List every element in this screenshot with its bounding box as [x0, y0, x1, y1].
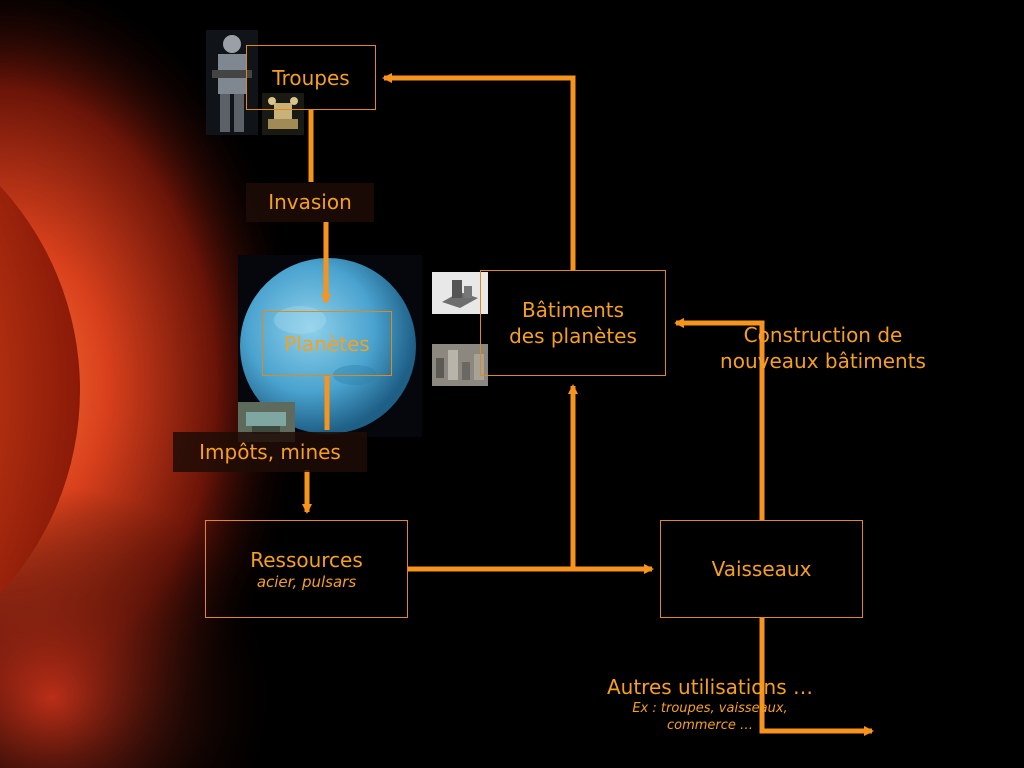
- planet-sphere: [240, 258, 416, 434]
- arrow-batiments-troupes: [382, 73, 576, 270]
- node-batiments-label-1: Bâtiments: [521, 298, 625, 322]
- edge-label-construction: Construction de nouveaux bâtiments: [700, 322, 946, 374]
- arrow-vaisseaux-autres: [759, 618, 874, 736]
- edge-label-impots: Impôts, mines: [173, 432, 367, 472]
- node-vaisseaux: Vaisseaux: [660, 520, 863, 618]
- node-planetes-label: Planètes: [284, 331, 370, 356]
- building-thumbnail: [432, 272, 488, 314]
- edge-label-autres-note-1: Ex : troupes, vaisseaux,: [632, 701, 788, 716]
- node-ressources: Ressources acier, pulsars: [205, 520, 408, 618]
- arrow-troupes-planetes: [308, 110, 326, 302]
- node-troupes: Troupes: [246, 45, 376, 110]
- edge-label-autres-note: Ex : troupes, vaisseaux, commerce …: [590, 700, 830, 734]
- node-ressources-sublabel: acier, pulsars: [256, 573, 357, 591]
- node-vaisseaux-label: Vaisseaux: [711, 557, 812, 581]
- node-ressources-label: Ressources: [250, 548, 363, 572]
- edge-label-construction-2: nouveaux bâtiments: [720, 349, 926, 373]
- robot-image: [262, 93, 304, 135]
- node-planetes: Planètes: [262, 311, 392, 376]
- node-batiments-label-2: des planètes: [509, 324, 637, 348]
- soldier-image: [206, 30, 258, 135]
- red-sun: [0, 186, 80, 594]
- edge-label-autres-note-2: commerce …: [666, 718, 754, 733]
- edge-label-invasion: Invasion: [246, 183, 374, 222]
- edge-label-construction-1: Construction de: [743, 323, 903, 347]
- edge-label-autres: Autres utilisations …: [606, 675, 813, 699]
- arrow-planetes-ressources: [307, 376, 330, 512]
- city-thumbnail: [432, 344, 488, 386]
- arrow-vaisseaux-batiments: [674, 318, 765, 520]
- node-troupes-label: Troupes: [272, 65, 350, 90]
- node-batiments: Bâtiments des planètes: [480, 270, 666, 376]
